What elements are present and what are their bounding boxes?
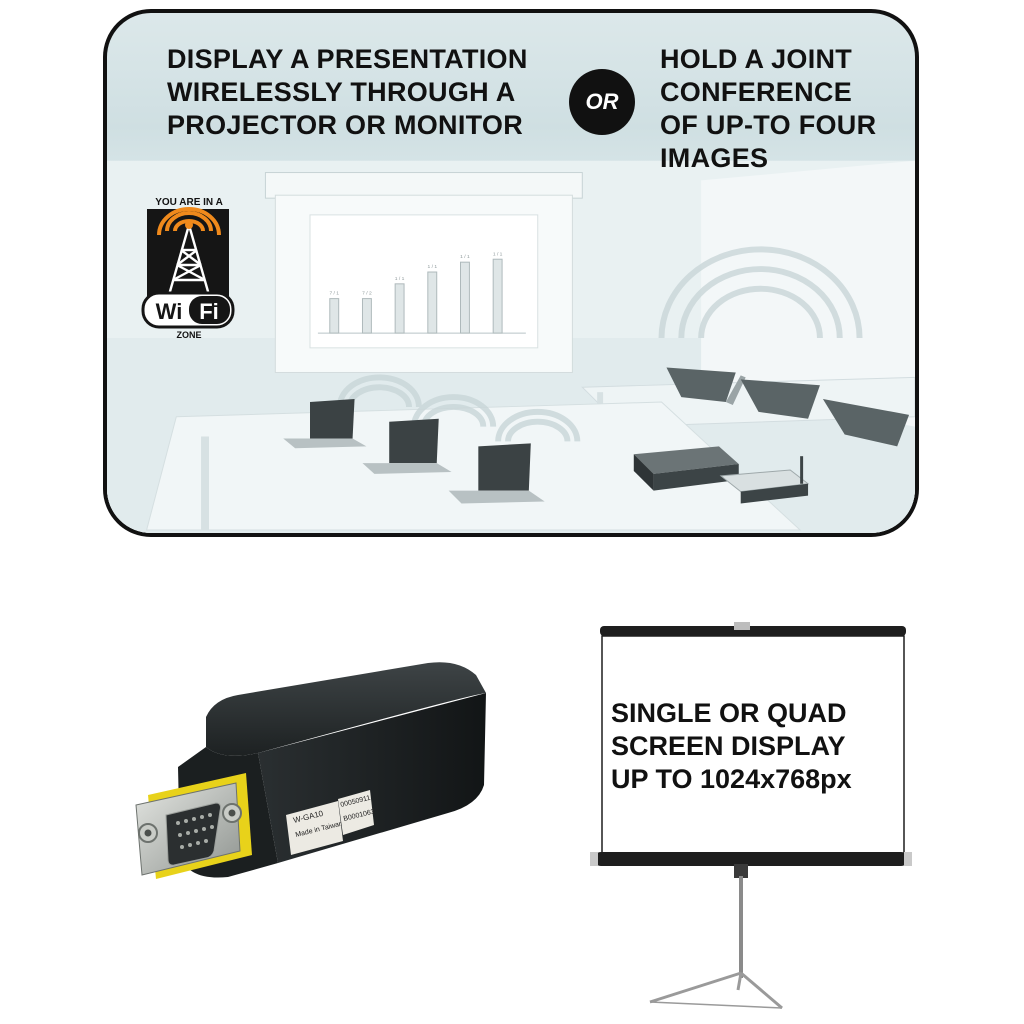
wifi-fi-text: Fi (199, 299, 219, 324)
caption-line: SCREEN DISPLAY (611, 731, 846, 761)
tripod-projector-screen (590, 622, 912, 1010)
chart-bar-label: 7 / 1 (329, 291, 339, 297)
wifi-wi-text: Wi (156, 299, 183, 324)
product-label: W-GA10 Made in Taiwan 00050911 B0001063 (286, 790, 376, 855)
chart-bar-label: 1 / 1 (395, 276, 405, 282)
laptop-icon (362, 418, 452, 474)
or-badge: OR (569, 69, 635, 135)
screen-display-caption: SINGLE OR QUAD SCREEN DISPLAY UP TO 1024… (611, 697, 901, 796)
wifi-badge-top-text: YOU ARE IN A (155, 197, 223, 208)
headline-joint-conference: HOLD A JOINT CONFERENCE OF UP-TO FOUR IM… (660, 43, 910, 175)
radio-tower-icon (167, 224, 211, 296)
laptop-icon (283, 399, 367, 449)
caption-line: UP TO 1024x768px (611, 764, 852, 794)
chart-bar-label: 1 / 1 (427, 264, 437, 270)
chart-bar (329, 298, 340, 334)
laptop-icon (448, 443, 545, 504)
headline-line: HOLD A JOINT (660, 44, 853, 74)
headline-line: WIRELESSLY THROUGH A (167, 77, 516, 107)
screen-surface (601, 635, 905, 859)
headline-line: PROJECTOR OR MONITOR (167, 110, 524, 140)
headline-line: IMAGES (660, 143, 769, 173)
headline-line: OF UP-TO FOUR (660, 110, 877, 140)
chart-bar-label: 7 / 2 (362, 291, 372, 297)
conference-room-illustration: 7 / 1 7 / 2 1 / 1 1 / 1 1 / 1 1 / 1 (107, 160, 915, 533)
wireless-vga-adapter: W-GA10 Made in Taiwan 00050911 B0001063 (135, 662, 486, 879)
laptop-icon (740, 379, 820, 419)
network-device-icon (633, 446, 739, 491)
projected-chart: 7 / 1 7 / 2 1 / 1 1 / 1 1 / 1 1 / 1 (317, 251, 526, 334)
chart-bar (492, 258, 503, 334)
wifi-zone-text: ZONE (176, 330, 201, 340)
chart-bar (361, 298, 372, 334)
vga-connector (135, 773, 252, 879)
screen-top-bar (600, 626, 906, 636)
caption-line: SINGLE OR QUAD (611, 698, 847, 728)
tripod-legs (649, 971, 783, 1010)
chart-bar (394, 283, 405, 334)
laptop-icon (666, 367, 746, 405)
projection-screen: 7 / 1 7 / 2 1 / 1 1 / 1 1 / 1 1 / 1 (264, 172, 583, 373)
headline-wireless-presentation: DISPLAY A PRESENTATION WIRELESSLY THROUG… (167, 43, 557, 142)
chart-bar-label: 1 / 1 (460, 254, 470, 260)
headline-line: DISPLAY A PRESENTATION (167, 44, 528, 74)
headline-line: CONFERENCE (660, 77, 853, 107)
chart-bar (427, 271, 438, 334)
wifi-zone-badge: YOU ARE IN A Wi Fi ZONE (141, 197, 235, 340)
router-icon (719, 456, 810, 504)
chart-bar-label: 1 / 1 (493, 251, 503, 257)
conference-room-banner: 7 / 1 7 / 2 1 / 1 1 / 1 1 / 1 1 / 1 (103, 9, 919, 537)
screen-bottom-case (594, 852, 908, 866)
chart-bar (460, 261, 470, 334)
